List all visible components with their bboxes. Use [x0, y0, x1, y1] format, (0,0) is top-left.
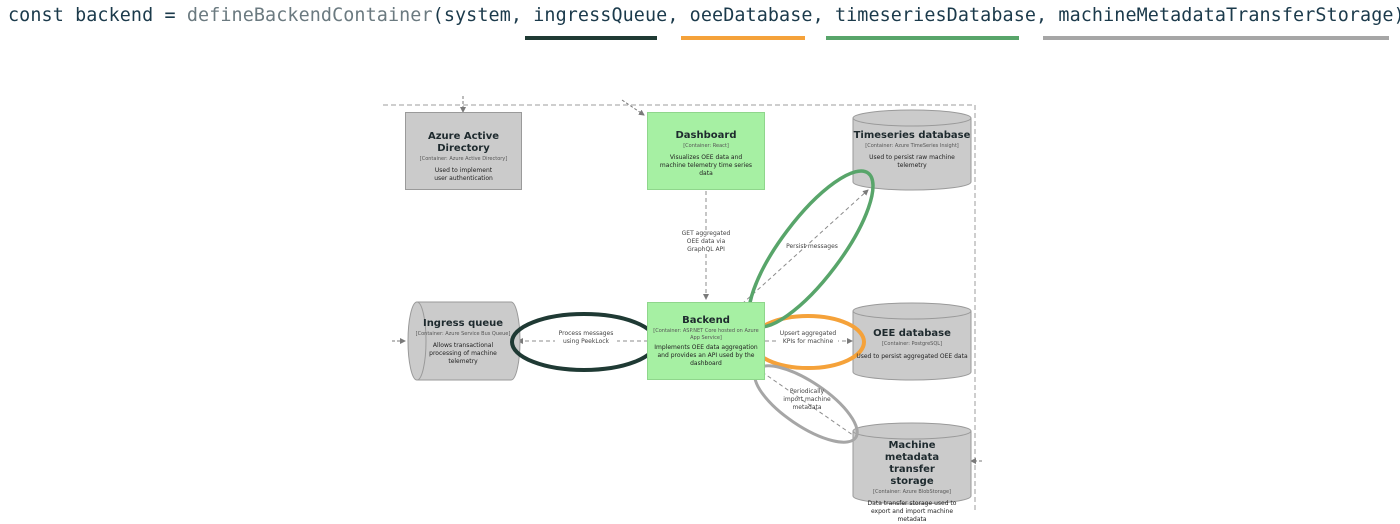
oee-desc: Used to persist aggregated OEE data: [856, 353, 968, 360]
metadata-container[interactable]: Machine metadata transfer storage [Conta…: [853, 440, 971, 523]
underline-ingress-queue: [525, 36, 657, 40]
edge-backend-timeseries: [741, 189, 869, 305]
label-upsert-kpis: Upsert aggregated KPIs for machine: [778, 330, 838, 346]
label-import-metadata: Periodically import machine metadata: [783, 388, 831, 411]
underline-oee-database: [681, 36, 805, 40]
dashboard-title: Dashboard: [675, 130, 737, 141]
timeseries-desc: Used to persist raw machine telemetry: [869, 154, 955, 169]
timeseries-cylinder: [852, 109, 972, 191]
diagram-canvas: [383, 96, 982, 510]
aad-container[interactable]: Azure Active Directory [Container: Azure…: [405, 112, 522, 190]
underline-timeseries-database: [826, 36, 1019, 40]
metadata-cylinder: [852, 422, 972, 505]
code-line: const backend = defineBackendContainer(s…: [8, 5, 1400, 26]
dashboard-tech: [Container: React]: [683, 143, 729, 149]
arrow-into-dashboard: [621, 99, 645, 116]
code-equals: =: [164, 5, 176, 26]
label-get-aggregated: GET aggregated OEE data via GraphQL API: [675, 230, 737, 254]
ingress-desc: Allows transactional processing of machi…: [429, 342, 497, 365]
ingress-title: Ingress queue: [422, 318, 504, 329]
oee-tech: [Container: PostgreSQL]: [881, 341, 943, 347]
oee-cylinder: [852, 302, 972, 381]
system-boundary: [383, 104, 976, 510]
dashboard-container[interactable]: Dashboard [Container: React] Visualizes …: [647, 112, 765, 190]
backend-container[interactable]: Backend [Container: ASP.NET Core hosted …: [647, 302, 765, 380]
aad-tech: [Container: Azure Active Directory]: [419, 156, 508, 162]
aad-desc: Used to implement user authentication: [434, 167, 493, 182]
oee-title: OEE database: [873, 328, 951, 339]
underline-metadata-storage: [1043, 36, 1389, 40]
metadata-desc: Data transfer storage used to export and…: [867, 500, 957, 523]
aad-title: Azure Active Directory: [427, 131, 500, 154]
code-function-name: defineBackendContainer: [186, 5, 433, 26]
label-persist-messages: Persist messages: [786, 243, 838, 250]
backend-desc: Implements OEE data aggregation and prov…: [654, 344, 758, 367]
code-open-paren: (: [432, 5, 444, 26]
code-arg-machine-metadata-storage: machineMetadataTransferStorage: [1058, 5, 1394, 26]
metadata-tech: [Container: Azure BlobStorage]: [873, 489, 951, 495]
timeseries-container[interactable]: Timeseries database [Container: Azure Ti…: [853, 130, 971, 190]
oee-container[interactable]: OEE database [Container: PostgreSQL] Use…: [853, 328, 971, 368]
edge-backend-metadata: [761, 371, 861, 441]
ingress-cylinder: [407, 301, 521, 381]
backend-title: Backend: [682, 315, 730, 326]
code-variable: backend: [75, 5, 154, 26]
backend-tech: [Container: ASP.NET Core hosted on Azure…: [653, 328, 759, 341]
label-process-messages: Process messages using PeekLock: [555, 330, 617, 346]
dashboard-desc: Visualizes OEE data and machine telemetr…: [659, 154, 753, 177]
timeseries-tech: [Container: Azure TimeSeries Insight]: [865, 143, 959, 149]
code-arg-timeseries-database: timeseriesDatabase: [834, 5, 1037, 26]
ingress-container[interactable]: Ingress queue [Container: Azure Service …: [413, 318, 513, 378]
code-keyword: const: [8, 5, 64, 26]
metadata-title: Machine metadata transfer storage: [884, 440, 940, 487]
code-close: );: [1394, 5, 1400, 26]
code-arg-oee-database: oeeDatabase: [689, 5, 813, 26]
code-arg-system: system: [443, 5, 511, 26]
timeseries-title: Timeseries database: [853, 130, 971, 141]
ingress-tech: [Container: Azure Service Bus Queue]: [415, 331, 511, 337]
code-arg-ingress-queue: ingressQueue: [533, 5, 668, 26]
